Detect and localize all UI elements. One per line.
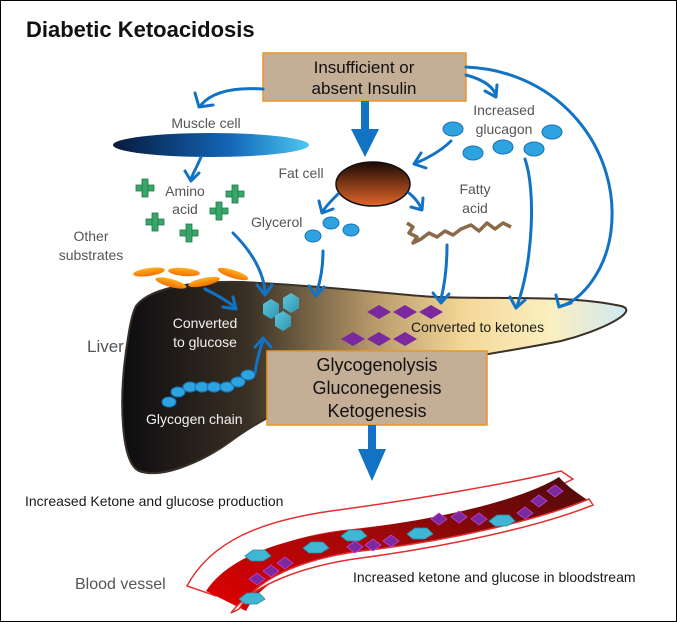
arrowhead-amino-liver: [255, 283, 274, 297]
arrow-glucagon-to-fat: [414, 139, 453, 165]
arrow-fat-to-glycerol: [321, 192, 340, 213]
amino-acid-label-2: acid: [172, 201, 198, 217]
glycerol-label: Glycerol: [251, 214, 302, 230]
glucagon-label-1: Increased: [473, 102, 534, 118]
arrowhead-glucagon-fat: [412, 151, 428, 170]
arrow-to-blood-head: [358, 449, 386, 481]
arrowhead-fattyacid-ketones: [431, 291, 451, 305]
arrowhead-glycerol-liver: [307, 284, 326, 298]
insulin-box-line-2: absent Insulin: [312, 79, 417, 98]
arrowhead-glycogen-glucose: [253, 336, 273, 349]
arrow-glycogen-to-glucose: [253, 339, 265, 375]
arrowhead-glucagon-ketones: [508, 295, 527, 310]
converted-to-ketones-label: Converted to ketones: [411, 319, 544, 335]
arrow-insulin-to-ketones: [464, 65, 614, 308]
converted-to-glucose-label-1: Converted: [173, 315, 238, 331]
arrowhead-insulin-ketones: [554, 293, 573, 309]
fatty-acid-label-1: Fatty: [459, 181, 490, 197]
liver-shape: [121, 280, 628, 475]
arrow-fat-to-fattyacid: [407, 191, 423, 210]
insulin-box-line-1: Insufficient or: [314, 58, 415, 77]
process-box-line-2: Gluconegenesis: [312, 378, 441, 398]
glucagon-molecules: [442, 121, 563, 161]
arrow-fattyacid-to-ketones: [439, 243, 449, 301]
other-substrates-molecules: [133, 267, 249, 289]
liver-label: Liver: [87, 337, 124, 356]
arrowhead-glucagon: [483, 83, 499, 99]
arrow-substrates-to-liver: [203, 287, 237, 309]
arrowhead-substrates-liver: [221, 295, 238, 311]
process-box: [266, 350, 488, 426]
arrow-to-fat-head: [351, 129, 379, 157]
glucose-hexagons: [263, 293, 299, 331]
blood-ketone-particles: [248, 484, 564, 586]
arrowhead-fattyacid: [409, 196, 425, 212]
process-box-line-1: Glycogenolysis: [316, 355, 437, 375]
arrow-to-muscle: [199, 87, 265, 107]
glycerol-molecules: [304, 216, 360, 243]
fat-cell-label: Fat cell: [278, 165, 323, 181]
diagram-title: Diabetic Ketoacidosis: [26, 17, 255, 42]
insulin-box: [262, 52, 467, 102]
arrow-amino-to-liver: [231, 231, 267, 293]
arrow-to-fat-shaft: [361, 101, 369, 131]
bloodstream-label: Increased ketone and glucose in bloodstr…: [353, 569, 636, 585]
glucagon-label-2: glucagon: [476, 121, 533, 137]
process-box-line-3: Ketogenesis: [327, 401, 426, 421]
other-substrates-label-1: Other: [73, 228, 108, 244]
amino-acid-label-1: Amino: [165, 183, 205, 199]
arrow-to-blood-shaft: [368, 425, 376, 453]
fatty-acid-chain: [406, 221, 512, 245]
arrowhead-glycerol: [317, 199, 335, 215]
amino-acid-molecules: [135, 178, 245, 243]
arrowhead-muscle: [193, 91, 215, 109]
blood-vessel: [185, 470, 595, 614]
muscle-cell-shape: [113, 133, 309, 157]
converted-to-glucose-label-2: to glucose: [173, 334, 237, 350]
arrow-glucagon-to-ketones: [515, 157, 534, 308]
muscle-cell-label: Muscle cell: [171, 115, 240, 131]
arrow-to-glucagon: [464, 73, 497, 95]
blood-vessel-label: Blood vessel: [75, 576, 166, 593]
ketone-diamonds: [341, 305, 443, 346]
blood-glucose-particles: [238, 514, 516, 605]
glycogen-chain-label: Glycogen chain: [146, 411, 243, 427]
fat-cell-shape: [335, 161, 411, 207]
other-substrates-label-2: substrates: [59, 247, 124, 263]
increased-production-label: Increased Ketone and glucose production: [25, 493, 283, 509]
arrowhead-amino: [183, 169, 201, 183]
glycogen-chain: [161, 369, 256, 408]
fatty-acid-label-2: acid: [462, 200, 488, 216]
arrow-muscle-to-amino: [189, 155, 203, 181]
arrow-glycerol-to-liver: [315, 249, 325, 293]
